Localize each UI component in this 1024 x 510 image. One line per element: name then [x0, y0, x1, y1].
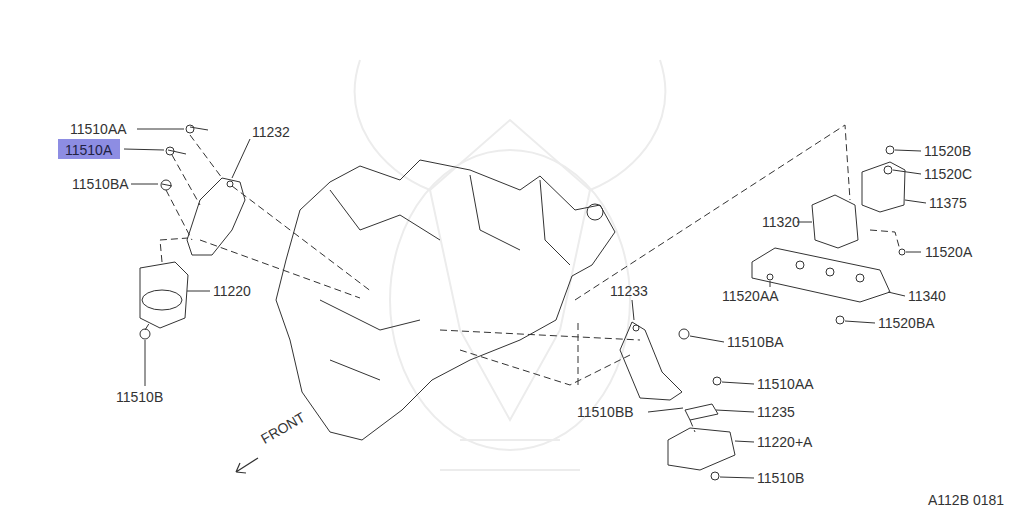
callout-number: 11510BB [577, 404, 634, 420]
left-mount [140, 125, 245, 339]
callout-number: 11520BA [878, 315, 935, 331]
callout-number: 11510AA [757, 376, 814, 392]
figure-code: A112B 0181 [928, 492, 1004, 508]
callout-number: 11510B [116, 389, 163, 405]
callout-number: 11510AA [70, 121, 127, 137]
callout-number: 11220+A [757, 434, 812, 450]
callout-number: 11510B [757, 470, 804, 486]
callout-number: 11510BA [727, 334, 784, 350]
callout-number: 11340 [908, 288, 946, 304]
direction-label: FRONT [258, 409, 308, 447]
callout-number: 11320 [762, 214, 800, 230]
dashed-guides [145, 125, 900, 432]
leader-lines [124, 129, 926, 478]
watermark [355, 60, 666, 470]
callout-number: 11520B [924, 143, 971, 159]
callout-number: 11375 [929, 195, 967, 211]
engine-outline [276, 160, 615, 440]
callout-number: 11233 [610, 283, 648, 299]
front-arrow [236, 458, 258, 473]
callout-number: 11220 [213, 283, 251, 299]
highlight-box: 11510A [58, 139, 120, 159]
callout-number: 11235 [757, 404, 795, 420]
callout-number: 11520A [925, 244, 972, 260]
callout-number: 11510BA [72, 176, 129, 192]
callout-number: 11232 [252, 124, 290, 140]
right-mount [620, 322, 735, 480]
callout-number: 11520C [924, 166, 972, 182]
callout-number: 11520AA [722, 288, 779, 304]
callout-number: 11510A [65, 142, 112, 158]
